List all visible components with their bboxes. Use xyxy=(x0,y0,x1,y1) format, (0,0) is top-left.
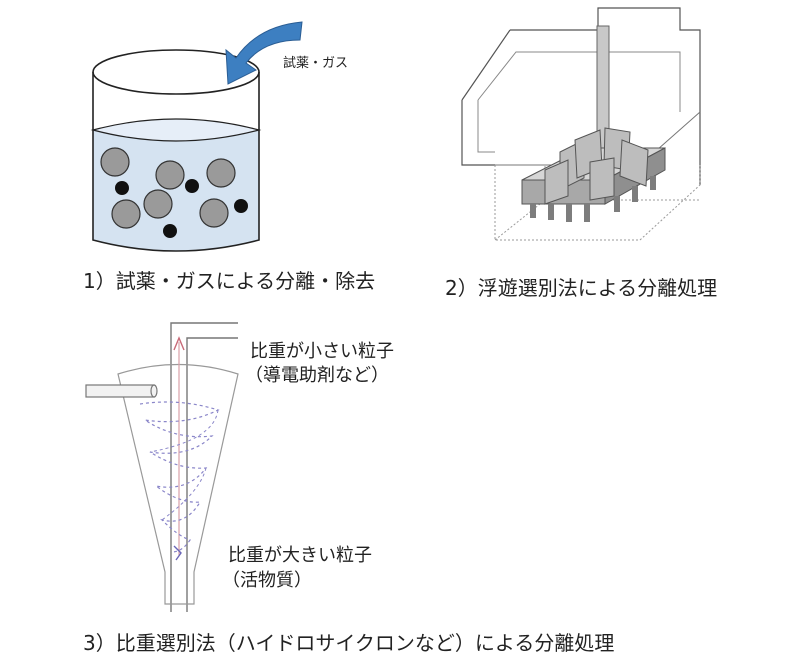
large-particle xyxy=(206,158,236,188)
stator-tooth xyxy=(614,196,620,212)
stator-tooth xyxy=(632,186,638,202)
small-particle xyxy=(115,181,129,195)
beaker-walls xyxy=(92,72,260,252)
panel3-caption: 3）比重選別法（ハイドロサイクロンなど）による分離処理 xyxy=(83,631,615,655)
reagent-gas-label: 試薬・ガス xyxy=(283,56,349,71)
heavy-particle-example: （活物質） xyxy=(222,570,312,591)
cell-frame-inner xyxy=(477,51,681,153)
panel1-caption: 1）試薬・ガスによる分離・除去 xyxy=(83,269,376,293)
overflow-pipe xyxy=(170,322,238,612)
impeller-blade xyxy=(619,139,649,187)
cyclone-body xyxy=(117,363,239,605)
beaker-illustration xyxy=(90,21,303,252)
small-particle xyxy=(234,199,248,213)
flotation-cell-illustration xyxy=(461,7,701,241)
light-particle-example: （導電助剤など） xyxy=(245,365,389,386)
stator-tooth xyxy=(650,176,656,190)
large-particle xyxy=(100,147,130,177)
light-particle-flow-arrow xyxy=(173,336,185,351)
light-particle-label: 比重が小さい粒子 xyxy=(250,341,394,362)
large-particle xyxy=(143,189,173,219)
stator-tooth xyxy=(548,204,554,220)
swirl-flow-line xyxy=(149,409,219,521)
stator-tooth xyxy=(566,204,572,222)
stator-tooth xyxy=(584,204,590,222)
feed-inlet-pipe xyxy=(85,384,158,398)
heavy-particle-label: 比重が大きい粒子 xyxy=(228,545,372,566)
small-particle xyxy=(163,224,177,238)
impeller-blade xyxy=(544,159,569,205)
hydrocyclone-illustration xyxy=(85,322,239,612)
impeller-blade xyxy=(589,157,615,201)
heavy-particle-flow-arrow xyxy=(173,545,182,561)
large-particle xyxy=(199,198,229,228)
large-particle xyxy=(155,160,185,190)
small-particles xyxy=(115,179,248,238)
panel2-caption: 2）浮遊選別法による分離処理 xyxy=(445,276,718,300)
reagent-arrow-icon xyxy=(225,21,303,85)
small-particle xyxy=(185,179,199,193)
stator-teeth xyxy=(530,176,656,222)
stator-tooth xyxy=(530,204,536,218)
cell-frame-top xyxy=(461,29,511,166)
swirl-flow-line xyxy=(139,401,220,553)
large-particles xyxy=(100,147,236,229)
large-particle xyxy=(111,199,141,229)
beaker-rim xyxy=(92,49,260,95)
